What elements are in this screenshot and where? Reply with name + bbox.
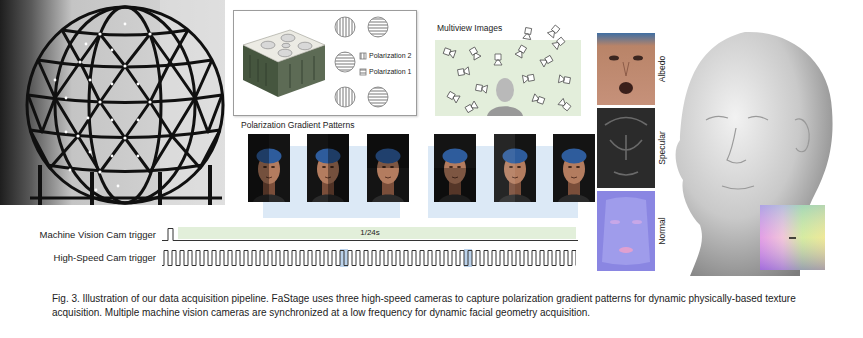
lightbox-panel: Polarization 2 Polarization 1 bbox=[233, 10, 417, 116]
node-text: Polarization 2 bbox=[369, 52, 411, 60]
map-label: Normal bbox=[658, 217, 668, 244]
figure-caption: Fig. 3. Illustration of our data acquisi… bbox=[52, 292, 847, 320]
node-text: Polarization 1 bbox=[369, 68, 411, 76]
node-text: Multiview Images bbox=[437, 24, 502, 34]
map-label: Albedo bbox=[658, 56, 668, 82]
map-label: Specular bbox=[658, 131, 668, 165]
multiview-panel: Multiview Images bbox=[433, 22, 583, 117]
node-text: Polarization Gradient Patterns bbox=[241, 121, 354, 131]
signal-name: Machine Vision Cam trigger bbox=[39, 230, 156, 241]
signal-name: High-Speed Cam trigger bbox=[54, 253, 156, 264]
pattern-strip: Polarization Gradient Patterns bbox=[238, 120, 580, 218]
period-label: 1/24s bbox=[360, 228, 380, 237]
